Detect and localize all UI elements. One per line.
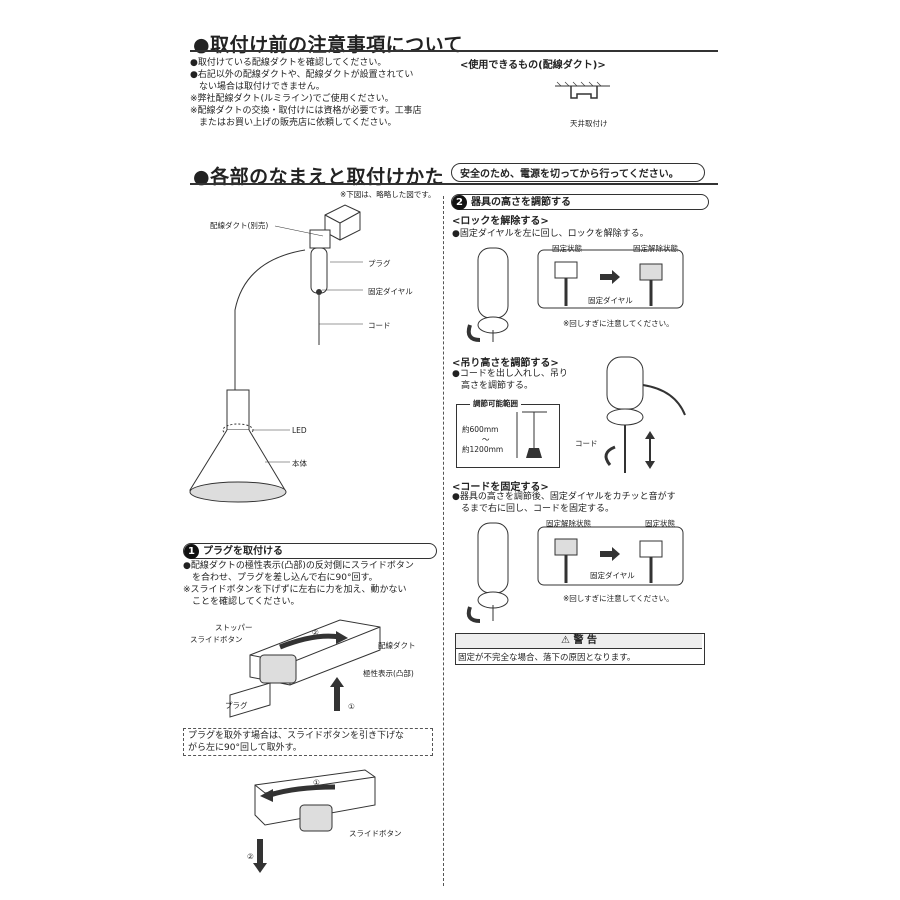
label-plug: プラグ xyxy=(368,259,391,268)
fix-heading: <コードを固定する> xyxy=(452,482,549,493)
instruction-line: ※スライドボタンを下げずに左右に力を加え、動かない xyxy=(183,585,407,595)
step1-header: 1 プラグを取付ける xyxy=(184,542,283,559)
fix-dial-label: 固定ダイヤル xyxy=(590,571,635,580)
label-step1-num2: ② xyxy=(312,628,319,637)
instruction-line: ことを確認してください。 xyxy=(183,597,300,607)
step2-heading: 器具の高さを調節する xyxy=(471,197,571,208)
warning-text: 固定が不完全な場合、落下の原因となります。 xyxy=(458,653,636,663)
height-cord-label: コード xyxy=(575,439,598,448)
diagram-note: ※下図は、略略した図です。 xyxy=(340,190,436,199)
column-divider xyxy=(443,196,444,886)
label-remove-slide-button: スライドボタン xyxy=(349,829,402,838)
unlock-caution: ※回しすぎに注意してください。 xyxy=(563,319,674,328)
usable-duct-heading: <使用できるもの(配線ダクト)> xyxy=(460,60,606,71)
label-stopper: ストッパー xyxy=(215,623,253,632)
section-title-precautions: ●取付け前の注意事項について xyxy=(193,34,464,56)
label-dial: 固定ダイヤル xyxy=(368,287,413,296)
label-cord: コード xyxy=(368,321,391,330)
removal-line: がら左に90°回して取外す。 xyxy=(188,743,302,753)
label-remove-num2: ② xyxy=(247,852,254,861)
warning-title: ⚠ 警 告 xyxy=(456,634,702,649)
unlock-state-released: 固定解除状態 xyxy=(633,244,678,253)
unlock-state-fixed: 固定状態 xyxy=(552,244,582,253)
fix-line: るまで右に回し、コードを固定する。 xyxy=(452,504,615,514)
height-adjust-illustration xyxy=(604,356,686,473)
note-line: ※弊社配線ダクト(ルミライン)でご使用ください。 xyxy=(190,94,394,104)
label-duct: 配線ダクト(別売) xyxy=(210,221,269,230)
ceiling-duct-illustration xyxy=(555,81,610,99)
fix-state-released: 固定解除状態 xyxy=(546,519,591,528)
unlock-dial-label: 固定ダイヤル xyxy=(588,296,633,305)
note-line: ●取付けている配線ダクトを確認してください。 xyxy=(190,58,387,68)
label-step1-plug: プラグ xyxy=(225,701,248,710)
fix-text: ●器具の高さを調節後、固定ダイヤルをカチッと音がす るまで右に回し、コードを固定… xyxy=(452,491,676,515)
range-title: 調節可能範囲 xyxy=(470,398,521,409)
unlock-text: ●固定ダイヤルを左に回し、ロックを解除する。 xyxy=(452,229,649,239)
safety-note-box xyxy=(451,163,705,182)
step1-header-box xyxy=(183,543,437,559)
note-line: またはお買い上げの販売店に依頼してください。 xyxy=(190,118,397,128)
note-line: ●右記以外の配線ダクトや、配線ダクトが設置されてい xyxy=(190,70,414,80)
fix-state-fixed: 固定状態 xyxy=(645,519,675,528)
label-body: 本体 xyxy=(292,459,307,468)
instruction-line: を合わせ、プラグを差し込んで右に90°回す。 xyxy=(183,573,378,583)
label-step1-duct: 配線ダクト xyxy=(378,641,416,650)
label-step1-num1: ① xyxy=(348,702,355,711)
step1-heading: プラグを取付ける xyxy=(203,546,283,557)
plug-remove-illustration xyxy=(253,769,376,873)
fix-line: ●器具の高さを調節後、固定ダイヤルをカチッと音がす xyxy=(452,492,676,502)
instruction-line: ●配線ダクトの極性表示(凸部)の反対側にスライドボタン xyxy=(183,561,414,571)
unlock-illustration xyxy=(466,247,684,342)
range-max: 約1200mm xyxy=(462,445,504,454)
removal-note: プラグを取外す場合は、スライドボタンを引き下げな がら左に90°回して取外す。 xyxy=(188,730,404,754)
warning-box xyxy=(455,633,705,665)
step1-instructions: ●配線ダクトの極性表示(凸部)の反対側にスライドボタン を合わせ、プラグを差し込… xyxy=(183,560,414,608)
step2-header-box xyxy=(451,194,709,210)
fix-caution: ※回しすぎに注意してください。 xyxy=(563,594,674,603)
unlock-heading: <ロックを解除する> xyxy=(452,216,549,227)
label-remove-num1: ① xyxy=(313,778,320,787)
label-slide-button: スライドボタン xyxy=(190,635,243,644)
range-tilde: 〜 xyxy=(482,435,490,444)
section2-rule xyxy=(190,183,718,185)
step2-header: 2 器具の高さを調節する xyxy=(452,193,571,210)
ceiling-mount-label: 天井取付け xyxy=(570,119,608,128)
safety-note: 安全のため、電源を切ってから行ってください。 xyxy=(460,169,679,180)
note-line: ※配線ダクトの交換・取付けには資格が必要です。工事店 xyxy=(190,106,422,116)
height-text: ●コードを出し入れし、吊り 高さを調節する。 xyxy=(452,368,568,392)
height-heading: <吊り高さを調節する> xyxy=(452,358,559,369)
range-min: 約600mm xyxy=(462,425,499,434)
removal-line: プラグを取外す場合は、スライドボタンを引き下げな xyxy=(188,731,405,741)
removal-note-box xyxy=(183,728,433,756)
fix-illustration xyxy=(466,522,684,623)
title-rule xyxy=(190,50,718,52)
precaution-notes: ●取付けている配線ダクトを確認してください。 ●右記以外の配線ダクトや、配線ダク… xyxy=(190,57,422,129)
label-led: LED xyxy=(292,426,307,435)
step-number-badge: 1 xyxy=(184,543,199,559)
step-number-badge: 2 xyxy=(452,194,467,210)
height-line: 高さを調節する。 xyxy=(452,381,534,391)
section-title-parts: ●各部のなまえと取付けかた xyxy=(193,166,445,188)
label-polarity: 極性表示(凸部) xyxy=(363,669,414,678)
plug-attach-illustration xyxy=(229,619,381,718)
range-illustration xyxy=(516,411,547,458)
height-line: ●コードを出し入れし、吊り xyxy=(452,369,568,379)
pendant-parts-diagram xyxy=(189,204,363,503)
note-line: ない場合は取付けできません。 xyxy=(190,82,325,92)
